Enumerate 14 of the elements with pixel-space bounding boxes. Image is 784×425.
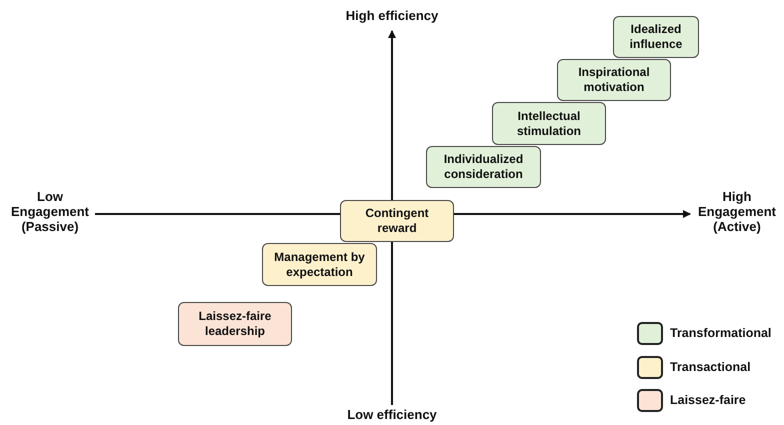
- legend-label: Transformational: [670, 325, 772, 341]
- axis-label: High Engagement (Active): [696, 189, 777, 234]
- axis-label: Low Engagement (Passive): [10, 189, 90, 234]
- legend-label: Transactional: [670, 358, 751, 374]
- style-box: Contingent reward: [340, 200, 454, 242]
- axis-label: Low efficiency: [346, 407, 438, 422]
- style-box: Individualized consideration: [426, 146, 541, 188]
- style-box: Idealized influence: [613, 16, 699, 58]
- style-box: Laissez-faire leadership: [178, 302, 292, 346]
- legend-label: Laissez-faire: [670, 392, 746, 408]
- style-box: Management by expectation: [262, 243, 377, 286]
- style-box: Intellectual stimulation: [492, 102, 606, 145]
- axis-label: High efficiency: [344, 8, 440, 23]
- style-box: Inspirational motivation: [557, 59, 671, 101]
